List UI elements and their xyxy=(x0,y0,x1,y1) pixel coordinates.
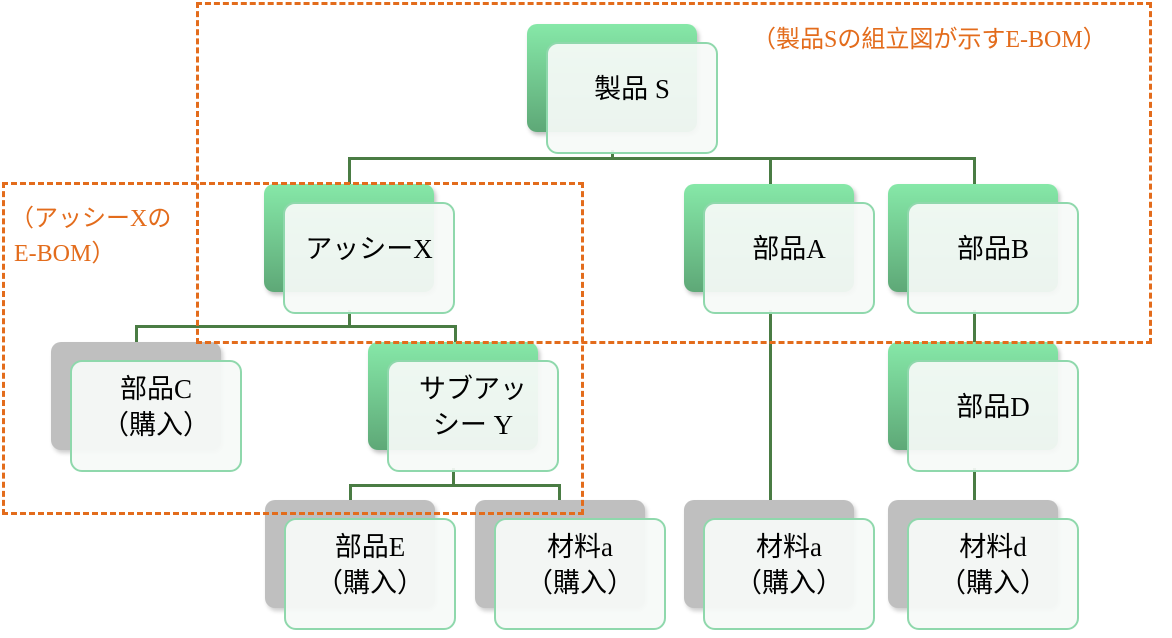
connector xyxy=(973,157,976,185)
node-label: 材料a xyxy=(547,532,613,562)
bom-node-m1[interactable]: 材料a （購入） xyxy=(494,518,666,630)
node-label: シー Y xyxy=(432,410,514,440)
connector xyxy=(769,310,772,501)
node-label: サブアッ xyxy=(419,374,527,404)
bom-node-m2[interactable]: 材料a （購入） xyxy=(703,518,875,630)
product-ebom-region xyxy=(196,2,1152,344)
node-label: 部品D xyxy=(956,392,1030,422)
node-label: （購入） xyxy=(102,410,210,440)
connector xyxy=(135,325,457,328)
connector xyxy=(558,484,561,501)
connector xyxy=(135,325,138,343)
bom-node-c[interactable]: 部品C （購入） xyxy=(70,360,242,472)
connector xyxy=(349,484,352,501)
node-label: アッシーX xyxy=(305,234,433,264)
connector xyxy=(454,325,457,343)
bom-node-m3[interactable]: 材料d （購入） xyxy=(907,518,1079,630)
node-label: 部品E xyxy=(334,532,406,562)
connector xyxy=(348,157,976,160)
connector xyxy=(611,150,614,160)
bom-node-x[interactable]: アッシーX xyxy=(283,202,455,314)
connector xyxy=(769,157,772,185)
node-label: 製品 S xyxy=(594,74,670,104)
assy-ebom-label-line2: E-BOM） xyxy=(14,241,116,267)
connector xyxy=(349,484,561,487)
bom-node-d[interactable]: 部品D xyxy=(907,360,1079,472)
bom-node-e[interactable]: 部品E （購入） xyxy=(284,518,456,630)
connector xyxy=(348,157,351,185)
node-label: 材料d xyxy=(959,532,1027,562)
node-label: （購入） xyxy=(526,568,634,598)
node-label: （購入） xyxy=(316,568,424,598)
assy-ebom-region xyxy=(2,182,584,515)
bom-node-b[interactable]: 部品B xyxy=(907,202,1079,314)
assy-ebom-label-line1: （アッシーXの xyxy=(10,206,172,232)
connector xyxy=(452,468,455,486)
node-label: （購入） xyxy=(735,568,843,598)
bom-node-a[interactable]: 部品A xyxy=(703,202,875,314)
connector xyxy=(348,310,351,327)
node-label: （購入） xyxy=(939,568,1047,598)
product-ebom-label: （製品Sの組立図が示すE-BOM） xyxy=(752,27,1107,53)
bom-node-y[interactable]: サブアッシー Y xyxy=(387,360,559,472)
node-label: 材料a xyxy=(756,532,822,562)
connector xyxy=(973,310,976,343)
node-label: 部品C xyxy=(119,374,192,404)
node-label: 部品B xyxy=(956,234,1029,264)
connector xyxy=(973,468,976,501)
bom-node-s[interactable]: 製品 S xyxy=(546,42,718,154)
node-label: 部品A xyxy=(752,234,826,264)
